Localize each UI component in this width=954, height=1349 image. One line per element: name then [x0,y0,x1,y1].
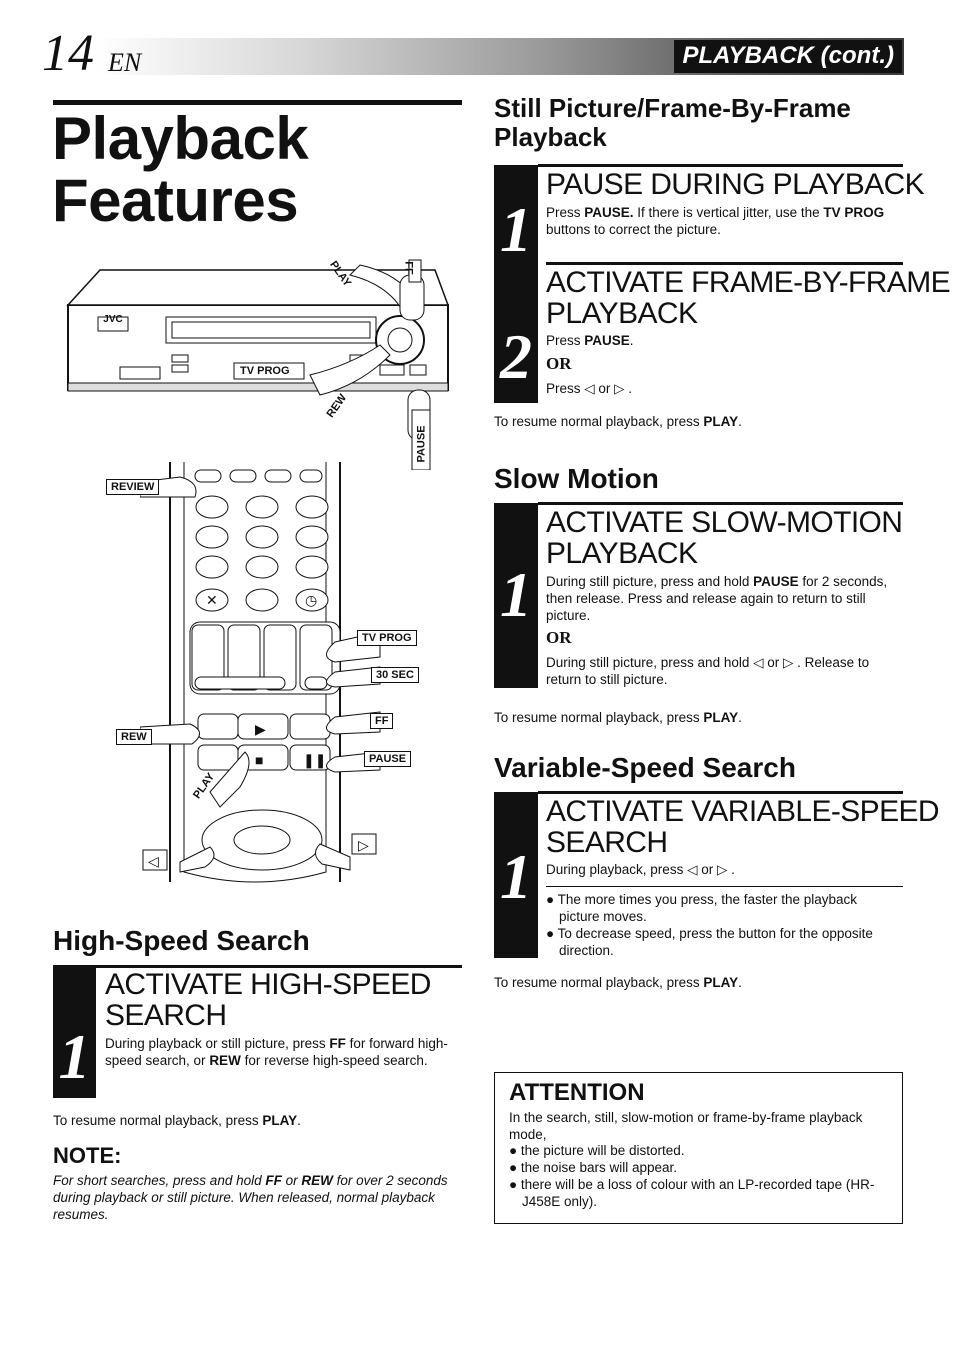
step-body: During playback or still picture, press … [105,1036,448,1068]
resume-text: To resume normal playback, press PLAY. [494,975,742,990]
slow-heading: Slow Motion [494,463,659,494]
step-rule [538,791,903,794]
svg-text:■: ■ [255,752,263,768]
step-body-alt: Press ◁ or ▷ . [546,381,633,396]
or-label: OR [546,354,572,373]
step-bullets: ● The more times you press, the faster t… [546,892,873,958]
resume-text: To resume normal playback, press PLAY. [494,414,742,429]
remote-pause-label: PAUSE [364,751,412,767]
step-number-box: 1 [494,792,538,958]
title-rule [53,100,462,105]
vcr-brand-label: JVC [103,314,123,325]
remote-review-label: REVIEW [106,479,160,495]
note-text: For short searches, press and hold FF or… [53,1173,448,1222]
remote-rew-label: REW [116,729,152,745]
step-number-box: 1 [53,965,96,1098]
step-body: During playback, press ◁ or ▷ . [546,862,735,877]
step-number-box: 1 [494,503,538,688]
step-body: During still picture, press and hold PAU… [546,574,888,623]
resume-text: To resume normal playback, press PLAY. [494,710,742,725]
attention-heading: ATTENTION [509,1079,645,1106]
remote-illustration: ✕ ◷ ▶ ■ ❚❚ ◁ ▷ [140,462,381,883]
vcr-pause-label: PAUSE [415,425,428,463]
variable-heading: Variable-Speed Search [494,752,796,783]
step-title: PAUSE DURING PLAYBACK [546,168,925,201]
remote-30sec-label: 30 SEC [371,667,419,683]
page-number: 14 [42,25,94,82]
step-body: Press PAUSE. [546,333,634,348]
step-divider [546,886,903,887]
attention-text: In the search, still, slow-motion or fra… [509,1110,875,1209]
note-heading: NOTE: [53,1143,122,1168]
step-rule [538,502,903,505]
svg-text:▷: ▷ [358,837,369,853]
page-title: Playback Features [52,105,309,234]
step-body-alt: During still picture, press and hold ◁ o… [546,655,870,687]
vcr-tvprog-label: TV PROG [240,365,290,377]
section-label: PLAYBACK (cont.) [674,40,902,73]
step-number-box: 1 2 [494,165,538,403]
step-body: Press PAUSE. If there is vertical jitter… [546,205,885,237]
svg-text:✕: ✕ [206,592,218,608]
resume-text: To resume normal playback, press PLAY. [53,1113,301,1128]
svg-text:▶: ▶ [255,721,266,737]
still-heading: Still Picture/Frame-By-Frame Playback [494,93,851,152]
svg-text:❚❚: ❚❚ [303,752,326,769]
svg-text:◁: ◁ [148,853,159,869]
step-title: ACTIVATE VARIABLE-SPEED SEARCH [546,795,940,859]
step-title: ACTIVATE FRAME-BY-FRAME PLAYBACK [546,266,951,330]
remote-ff-label: FF [370,713,394,729]
vcr-ff-label: FF [402,261,415,275]
step-rule [96,965,462,968]
step-title: ACTIVATE HIGH-SPEED SEARCH [105,968,431,1032]
step-rule [538,164,903,167]
high-speed-heading: High-Speed Search [53,925,310,956]
page-language: EN [108,48,142,77]
svg-text:◷: ◷ [305,592,317,608]
step-rule [546,262,903,265]
step-title: ACTIVATE SLOW-MOTION PLAYBACK [546,506,903,570]
attention-box: ATTENTION In the search, still, slow-mot… [494,1072,903,1224]
or-label: OR [546,628,572,647]
vcr-illustration [66,259,450,470]
remote-tvprog-label: TV PROG [357,630,417,646]
